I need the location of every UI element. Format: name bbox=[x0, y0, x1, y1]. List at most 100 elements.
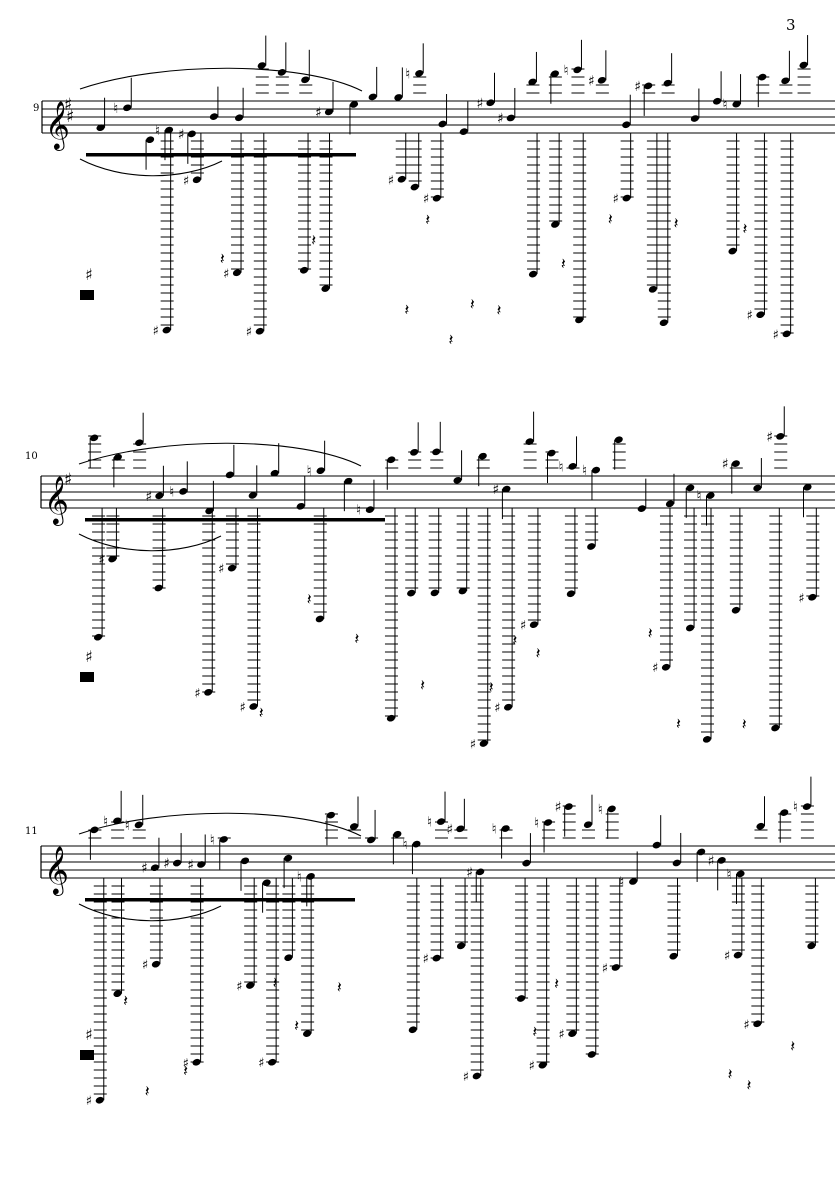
notehead bbox=[408, 1026, 417, 1034]
notehead bbox=[179, 488, 188, 495]
notehead bbox=[543, 819, 553, 826]
notehead bbox=[659, 319, 668, 327]
accidental: ♯ bbox=[142, 958, 148, 973]
notehead bbox=[150, 864, 160, 872]
quarter-rest: 𝄽 bbox=[532, 1022, 537, 1041]
notehead bbox=[550, 70, 559, 78]
notehead bbox=[476, 868, 485, 876]
notehead bbox=[733, 951, 742, 959]
slur bbox=[78, 903, 222, 922]
notehead bbox=[690, 115, 699, 122]
notehead bbox=[516, 995, 526, 1002]
notehead bbox=[458, 587, 467, 595]
accidental: ♮ bbox=[563, 63, 568, 79]
quarter-rest: 𝄽 bbox=[425, 210, 430, 229]
notehead bbox=[412, 840, 421, 848]
notehead bbox=[661, 663, 671, 671]
notehead bbox=[205, 507, 214, 515]
notehead bbox=[614, 436, 623, 444]
notehead bbox=[802, 803, 812, 810]
notehead bbox=[597, 76, 606, 84]
notehead bbox=[397, 175, 406, 183]
measure-number-10: 10 bbox=[25, 451, 38, 462]
notehead bbox=[652, 841, 661, 849]
notehead bbox=[145, 136, 155, 144]
quarter-rest: 𝄽 bbox=[470, 294, 475, 313]
quarter-rest: 𝄽 bbox=[561, 254, 566, 273]
accidental: ♯ bbox=[494, 701, 500, 716]
notehead bbox=[257, 62, 266, 69]
accidental: ♮ bbox=[125, 818, 130, 834]
notehead bbox=[192, 176, 201, 184]
notehead bbox=[781, 77, 790, 85]
notehead bbox=[706, 492, 715, 499]
accidental: ♯ bbox=[187, 857, 194, 873]
quarter-rest: 𝄽 bbox=[790, 1036, 795, 1055]
notehead bbox=[564, 803, 573, 810]
accidental: ♯ bbox=[529, 1059, 535, 1074]
accidental: ♮ bbox=[723, 97, 728, 113]
beam bbox=[85, 518, 385, 522]
notehead bbox=[753, 484, 762, 492]
measure-number-11: 11 bbox=[25, 826, 38, 837]
accidental: ♯ bbox=[183, 1056, 189, 1071]
quarter-rest: 𝄽 bbox=[676, 714, 681, 733]
notehead bbox=[296, 502, 305, 510]
beam bbox=[86, 153, 356, 157]
accidental: ♮ bbox=[619, 874, 624, 890]
accidental: ♯ bbox=[315, 105, 322, 121]
accidental: ♮ bbox=[155, 123, 160, 139]
accidental: ♯ bbox=[153, 324, 159, 339]
notehead bbox=[316, 467, 325, 475]
accidental: ♮ bbox=[405, 66, 410, 82]
accidental: ♮ bbox=[726, 867, 731, 883]
notehead bbox=[669, 952, 678, 960]
notehead bbox=[430, 589, 439, 597]
notehead bbox=[529, 621, 539, 629]
accidental: ♮ bbox=[696, 489, 701, 505]
notehead bbox=[591, 466, 601, 474]
quarter-rest: 𝄽 bbox=[497, 300, 502, 319]
quarter-rest: 𝄽 bbox=[743, 219, 748, 238]
quarter-rest: 𝄽 bbox=[273, 973, 278, 992]
accidental: ♮ bbox=[103, 814, 108, 830]
quarter-rest: 𝄽 bbox=[512, 631, 517, 650]
notehead bbox=[538, 1061, 547, 1069]
accidental: ♮ bbox=[793, 800, 798, 816]
notehead bbox=[368, 93, 377, 101]
notehead bbox=[306, 873, 315, 880]
accidental: ♯ bbox=[588, 73, 595, 89]
notehead bbox=[225, 471, 234, 479]
accidental: ♯ bbox=[798, 591, 804, 606]
notehead bbox=[303, 1030, 312, 1037]
notehead bbox=[284, 954, 293, 962]
accidental: ♮ bbox=[402, 837, 407, 853]
accidental: ♯ bbox=[85, 647, 93, 666]
accidental: ♯ bbox=[86, 1094, 92, 1109]
notehead bbox=[583, 821, 593, 829]
slur bbox=[79, 67, 363, 92]
low-note-cluster bbox=[80, 1050, 94, 1060]
accidental: ♮ bbox=[427, 815, 432, 831]
accidental: ♮ bbox=[534, 816, 539, 832]
slur bbox=[78, 812, 362, 837]
notehead bbox=[728, 247, 737, 255]
notehead bbox=[349, 101, 359, 108]
notehead bbox=[344, 477, 353, 485]
key-sharp: ♯ bbox=[66, 107, 74, 127]
quarter-rest: 𝄽 bbox=[420, 675, 425, 694]
accidental: ♮ bbox=[582, 463, 587, 479]
quarter-rest: 𝄽 bbox=[183, 1061, 188, 1080]
notehead bbox=[249, 703, 258, 710]
quarter-rest: 𝄽 bbox=[746, 1076, 751, 1095]
accidental: ♮ bbox=[307, 464, 312, 480]
notehead bbox=[479, 740, 488, 747]
notehead bbox=[522, 859, 531, 867]
notehead bbox=[301, 76, 310, 84]
notehead bbox=[478, 452, 487, 460]
accidental: ♯ bbox=[466, 865, 473, 881]
notehead bbox=[702, 736, 712, 743]
accidental: ♯ bbox=[194, 686, 200, 701]
accidental: ♮ bbox=[297, 869, 302, 885]
